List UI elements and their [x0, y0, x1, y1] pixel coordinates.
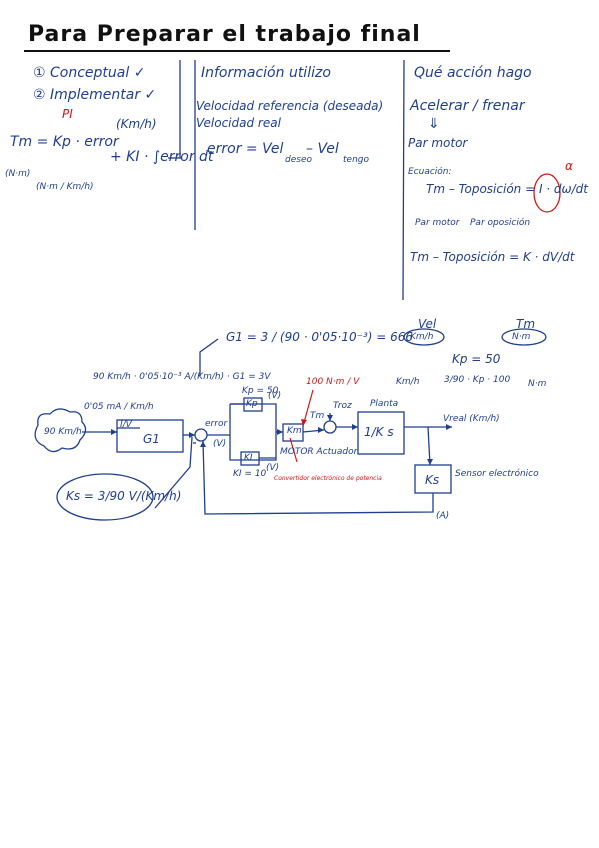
error-eq: error = Vel [207, 141, 284, 157]
col2-header: Información utilizo [201, 65, 331, 81]
nm-unit: N·m [528, 379, 547, 389]
g1-equation: G1 = 3 / (90 · 0'05·10⁻³) = 666 [226, 330, 414, 344]
ecuacion-label: Ecuación: [408, 167, 452, 177]
input-value: 90 Km/h [44, 427, 82, 437]
ks-definition: Ks = 3/90 V/(Km/h) [66, 489, 182, 503]
converter-label: Convertidor electrónico de potencia [274, 475, 382, 482]
vel-referencia: Velocidad referencia (deseada) [196, 99, 384, 113]
pi-label: PI [62, 107, 73, 121]
equation-2: Tm – Toposición = K · dV/dt [410, 250, 575, 264]
v-label-2: (V) [268, 391, 282, 401]
tm-label: Tm [516, 317, 536, 331]
units-fraction: (N·m / Km/h) [36, 182, 94, 192]
item-conceptual: ① Conceptual ✓ [33, 65, 146, 81]
kp-equation: Kp = 50 [452, 352, 501, 366]
input-source: 0'05 mA / Km/h [84, 402, 154, 412]
down-arrow: ⇓ [428, 116, 440, 132]
units-kmh: (Km/h) [116, 117, 157, 131]
a-label: (A) [436, 511, 450, 521]
ks-block: Ks [425, 473, 440, 487]
equation-rhs: + KI · ∫error dt [110, 149, 214, 165]
ki-block: KI [244, 453, 253, 463]
vreal-label: Vreal (Km/h) [443, 414, 500, 424]
col3-header: Qué acción hago [414, 65, 532, 81]
kp-block-value: Kp = 50 [242, 386, 279, 396]
kmh-unit: Km/h [396, 377, 420, 387]
par-oposicion-label: Par oposición [470, 218, 531, 228]
ki-block-value: KI = 10 [233, 469, 267, 479]
tm-unit: N·m [512, 332, 531, 342]
gain-line: 90 Km/h · 0'05·10⁻³ A/(Km/h) · G1 = 3V [93, 372, 271, 382]
v-label-1: (V) [213, 439, 227, 449]
sensor-label: Sensor electrónico [455, 469, 539, 479]
v-label-3: (V) [266, 463, 280, 473]
plant-block: 1/K s [364, 425, 394, 439]
error-label: error [205, 419, 228, 429]
iv-block: I/V [120, 420, 132, 430]
par-motor-label: Par motor [415, 218, 460, 228]
item-implementar: ② Implementar ✓ [33, 87, 157, 103]
kp-block: Kp [246, 399, 258, 409]
title-underline [24, 50, 450, 52]
equation-1: Tm – Toposición = I · dω/dt [426, 182, 588, 196]
minus-vel: – Vel [306, 141, 339, 157]
equation-lhs: Tm = Kp · error [10, 134, 119, 150]
troz-label: Troz [333, 401, 352, 411]
motor-gain: 100 N·m / V [306, 377, 360, 387]
kp-fraction: 3/90 · Kp · 100 [444, 375, 511, 385]
page-title: Para Preparar el trabajo final [28, 22, 421, 47]
vel-label: Vel [418, 317, 437, 331]
planta-label: Planta [370, 399, 399, 409]
km-block: Km [287, 426, 302, 436]
sub-deseo: deseo [285, 155, 312, 165]
acelerar-frenar: Acelerar / frenar [410, 98, 525, 114]
par-motor: Par motor [408, 136, 468, 150]
vel-unit: Km/h [410, 332, 434, 342]
g1-block: G1 [143, 432, 160, 446]
units-nm: (N·m) [5, 169, 31, 179]
tm-signal: Tm [310, 411, 325, 421]
vel-real: Velocidad real [196, 116, 281, 130]
motor-label: MOTOR Actuador [280, 447, 358, 457]
alpha-label: α [565, 159, 573, 173]
sub-tengo: tengo [343, 155, 369, 165]
